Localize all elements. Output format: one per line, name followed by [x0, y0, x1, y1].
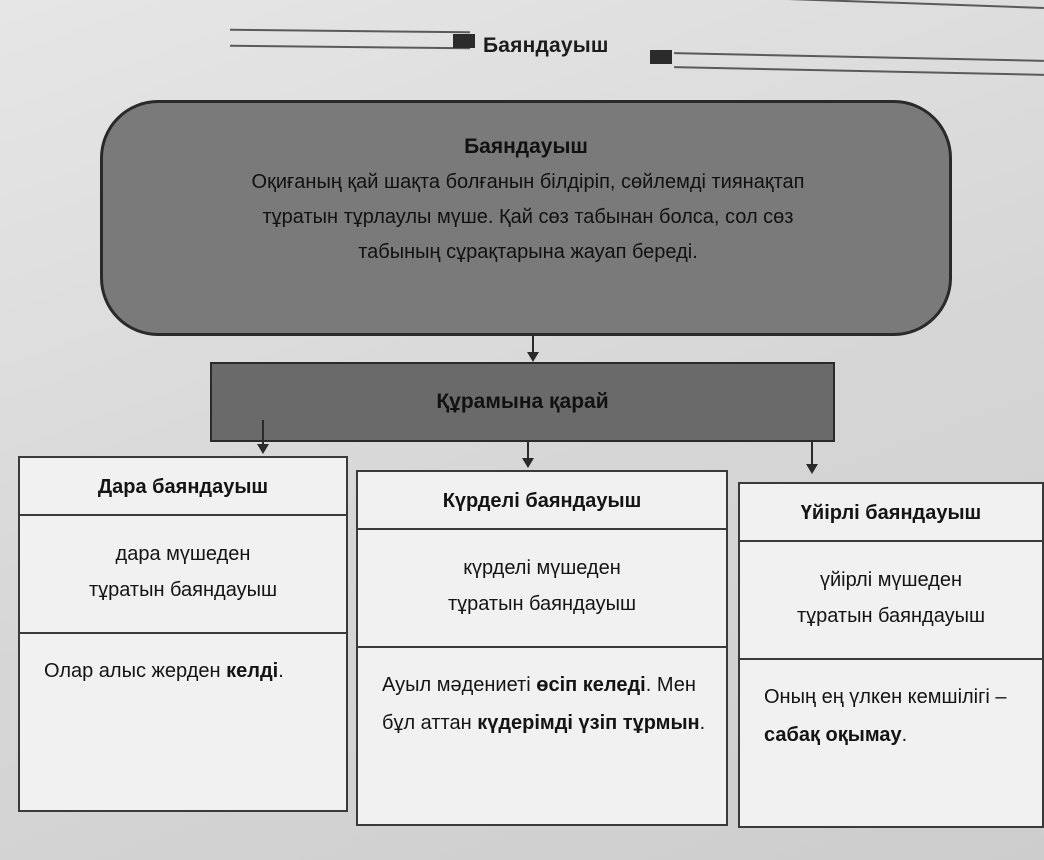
connector-line	[532, 336, 534, 352]
type-card-description: күрделі мүшеден тұратын баяндауыш	[358, 530, 726, 648]
type-card-example: Оның ең үлкен кемшілігі – сабақ оқымау.	[740, 660, 1042, 826]
example-predicate: келді	[226, 660, 279, 682]
definition-line: тұратын тұрлаулы мүше. Қай сөз табынан б…	[262, 206, 794, 228]
type-card-title: Дара баяндауыш	[20, 458, 346, 516]
description-line: тұратын баяндауыш	[88, 579, 278, 601]
definition-box: Баяндауыш Оқиғаның қай шақта болғанын бі…	[100, 100, 952, 336]
arrow-down-icon	[806, 464, 818, 474]
type-card-description: дара мүшеден тұратын баяндауыш	[20, 516, 346, 634]
example-predicate: сабақ оқымау	[764, 724, 902, 746]
header-marker-right	[650, 50, 672, 64]
description-line: тұратын баяндауыш	[447, 593, 637, 615]
type-card-grouped: Үйірлі баяндауыш үйірлі мүшеден тұратын …	[738, 482, 1044, 828]
definition-line: табының сұрақтарына жауап береді.	[358, 241, 698, 263]
arrow-down-icon	[527, 352, 539, 362]
type-card-example: Олар алыс жерден келді.	[20, 634, 346, 810]
description-line: тұратын баяндауыш	[796, 605, 986, 627]
definition-line: Оқиғаның қай шақта болғанын білдіріп, сө…	[251, 171, 805, 193]
category-box: Құрамына қарай	[210, 362, 835, 442]
type-card-example: Ауыл мәдениеті өсіп келеді. Мен бұл атта…	[358, 648, 726, 824]
connector-line	[811, 442, 813, 466]
description-line: үйірлі мүшеден	[819, 569, 963, 591]
category-label: Құрамына қарай	[436, 390, 609, 413]
header-title: Баяндауыш	[483, 34, 609, 57]
type-card-title: Күрделі баяндауыш	[358, 472, 726, 530]
connector-line	[527, 442, 529, 460]
example-punctuation: .	[278, 660, 284, 682]
example-punctuation: .	[901, 724, 908, 746]
connector-line	[262, 420, 264, 446]
arrow-down-icon	[257, 444, 269, 454]
example-punctuation: .	[699, 712, 706, 734]
description-line: дара мүшеден	[115, 543, 251, 565]
type-card-description: үйірлі мүшеден тұратын баяндауыш	[740, 542, 1042, 660]
example-text: Олар алыс жерден	[44, 660, 221, 682]
definition-title: Баяндауыш	[464, 135, 588, 158]
example-predicate: күдерімді үзіп тұрмын	[477, 712, 700, 734]
type-card-title: Үйірлі баяндауыш	[740, 484, 1042, 542]
example-text: . Мен бұл аттан	[382, 674, 696, 734]
type-card-compound: Күрделі баяндауыш күрделі мүшеден тұраты…	[356, 470, 728, 826]
example-text: Ауыл мәдениеті	[382, 674, 531, 696]
header-marker-left	[453, 34, 475, 48]
description-line: күрделі мүшеден	[463, 557, 621, 579]
definition-text: Оқиғаның қай шақта болғанын білдіріп, сө…	[143, 165, 913, 270]
example-predicate: өсіп келеді	[536, 674, 646, 696]
arrow-down-icon	[522, 458, 534, 468]
type-card-simple: Дара баяндауыш дара мүшеден тұратын баян…	[18, 456, 348, 812]
example-text: Оның ең үлкен кемшілігі –	[764, 686, 1007, 708]
